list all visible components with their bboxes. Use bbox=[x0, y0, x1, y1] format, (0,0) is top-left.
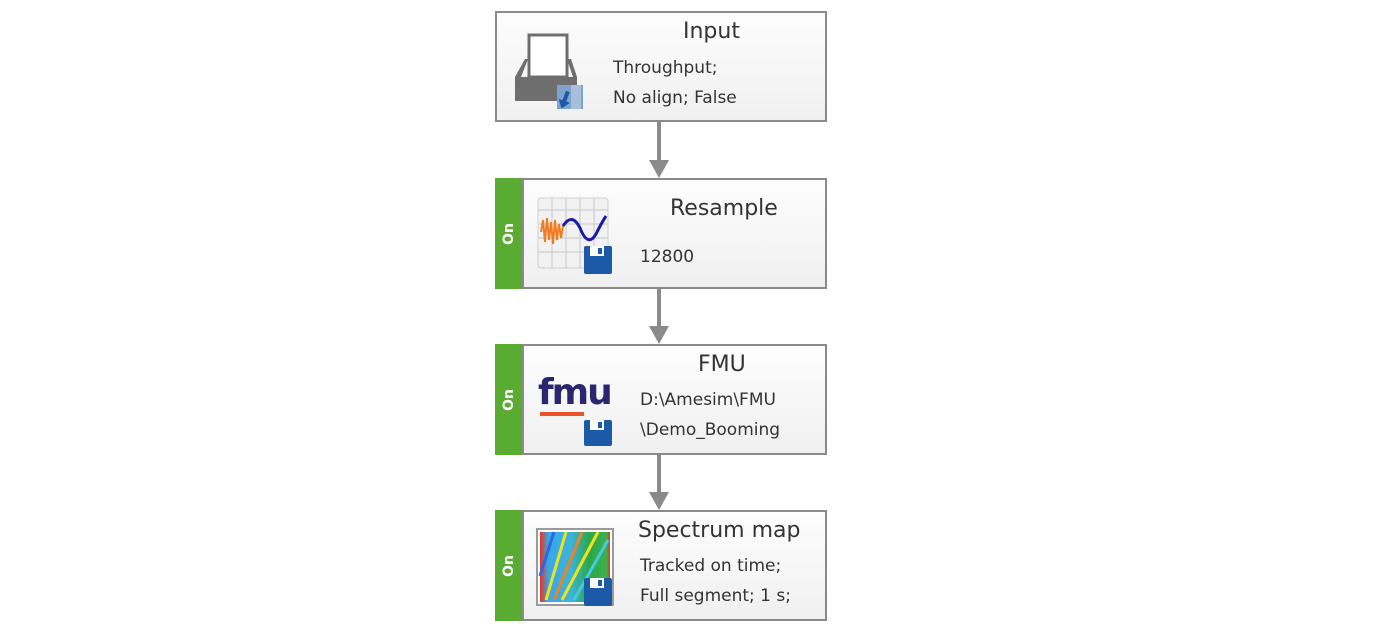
status-toggle-label: On bbox=[501, 388, 517, 411]
status-toggle-on[interactable]: On bbox=[495, 344, 523, 455]
fmu-node[interactable]: On fmu FMU D:\Amesim\FMU \Demo_Booming bbox=[495, 344, 827, 455]
status-toggle-on[interactable]: On bbox=[495, 510, 523, 621]
inbox-tray-icon bbox=[511, 29, 595, 113]
fmu-node-line-2: \Demo_Booming bbox=[640, 420, 781, 440]
arrow-down-icon bbox=[649, 160, 669, 178]
arrow-down-icon bbox=[649, 326, 669, 344]
resample-node[interactable]: On bbox=[495, 178, 827, 289]
spectrum-map-node-box[interactable]: Spectrum map Tracked on time; Full segme… bbox=[522, 510, 827, 621]
fmu-node-line-1: D:\Amesim\FMU bbox=[640, 390, 776, 410]
resample-node-box[interactable]: Resample 12800 bbox=[522, 178, 827, 289]
spectrum-map-icon bbox=[536, 526, 620, 610]
input-node-box[interactable]: Input Throughput; No align; False bbox=[495, 11, 827, 122]
input-node-line-2: No align; False bbox=[613, 88, 737, 108]
fmu-logo-icon: fmu bbox=[536, 362, 620, 446]
status-toggle-on[interactable]: On bbox=[495, 178, 523, 289]
connector-fmu-spectrum-map bbox=[649, 454, 669, 510]
connector-input-resample bbox=[649, 121, 669, 178]
svg-text:fmu: fmu bbox=[538, 372, 611, 413]
status-toggle-label: On bbox=[501, 222, 517, 245]
input-node-title: Input bbox=[683, 19, 740, 44]
fmu-node-box[interactable]: fmu FMU D:\Amesim\FMU \Demo_Booming bbox=[522, 344, 827, 455]
connector-stem bbox=[657, 454, 661, 495]
fmu-node-details: D:\Amesim\FMU \Demo_Booming bbox=[634, 346, 825, 453]
status-toggle-label: On bbox=[501, 554, 517, 577]
connector-resample-fmu bbox=[649, 288, 669, 344]
resample-node-line-1: 12800 bbox=[640, 247, 695, 267]
arrow-down-icon bbox=[649, 492, 669, 510]
resample-waveform-icon bbox=[536, 194, 620, 278]
fmu-node-title: FMU bbox=[698, 352, 746, 377]
spectrum-map-node-line-2: Full segment; 1 s; bbox=[640, 586, 791, 606]
spectrum-map-node-title: Spectrum map bbox=[638, 518, 801, 543]
resample-node-title: Resample bbox=[670, 196, 778, 221]
input-node-line-1: Throughput; bbox=[613, 58, 718, 78]
connector-stem bbox=[657, 288, 661, 329]
spectrum-map-node-line-1: Tracked on time; bbox=[640, 556, 782, 576]
spectrum-map-node[interactable]: On bbox=[495, 510, 827, 621]
input-node[interactable]: Input Throughput; No align; False bbox=[495, 11, 827, 122]
connector-stem bbox=[657, 121, 661, 163]
